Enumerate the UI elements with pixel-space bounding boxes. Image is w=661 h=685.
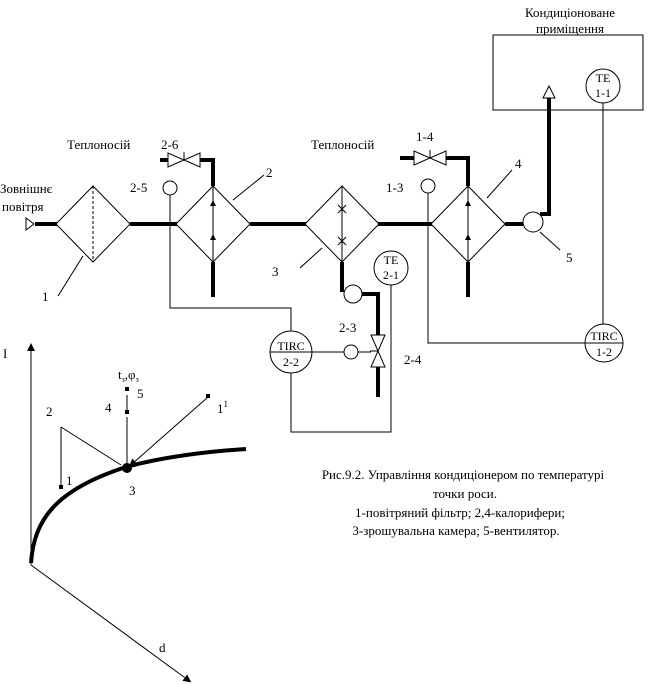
svg-text:TIRC: TIRC: [590, 329, 617, 343]
point-1-label: 1: [66, 473, 73, 488]
heater-2: [175, 185, 251, 263]
fan-number: 5: [566, 250, 573, 265]
spray-chamber-number: 3: [272, 264, 279, 279]
svg-text:2-1: 2-1: [383, 268, 399, 282]
pump-2-3-label: 2-3: [339, 320, 356, 335]
valve-2-6-label: 2-6: [161, 137, 179, 152]
figure-caption: Рис.9.2. Управління кондиціонером по тем…: [322, 467, 605, 538]
air-filter: [55, 185, 131, 263]
valve-2-4-label: 2-4: [404, 352, 422, 367]
sensor-1-3[interactable]: [420, 178, 436, 194]
sensor-2-5[interactable]: [162, 180, 178, 196]
svg-text:2-2: 2-2: [283, 355, 299, 369]
heat-carrier-label-2: Теплоносій: [311, 137, 374, 152]
valve-1-4[interactable]: [413, 150, 447, 166]
point-2-label: 2: [46, 404, 53, 419]
point-5-label: 5: [137, 386, 144, 401]
heat-carrier-label-1: Теплоносій: [67, 137, 130, 152]
outside-air-line2: повітря: [2, 199, 44, 214]
svg-text:1-2: 1-2: [596, 345, 612, 359]
room-label-line1: Кондиціоноване: [525, 5, 615, 20]
valve-2-4[interactable]: [370, 334, 386, 368]
dew-point-label: tз,φз: [118, 367, 139, 384]
instrument-tirc-1-2[interactable]: TIRC 1-2: [584, 323, 624, 363]
heater-2-number: 2: [266, 165, 273, 180]
instrument-tirc-2-2[interactable]: TIRC 2-2: [269, 330, 313, 374]
conditioned-room: Кондиціоноване приміщення: [492, 5, 644, 111]
saturation-curve: [29, 447, 247, 564]
svg-text:TIRC: TIRC: [277, 339, 304, 353]
caption-line2: точки роси.: [433, 486, 497, 501]
fan: [522, 211, 544, 233]
point-1-1-label: 11: [217, 399, 228, 416]
sensor-1-3-label: 1-3: [386, 180, 403, 195]
valve-2-6[interactable]: [167, 152, 201, 168]
supply-arrow-icon: [542, 84, 556, 99]
signal-lines: [169, 103, 604, 433]
point-4-label: 4: [105, 400, 112, 415]
axis-d-label: d: [159, 640, 166, 655]
axis-i-label: I: [3, 346, 7, 361]
valve-1-4-label: 1-4: [416, 129, 434, 144]
room-label-line2: приміщення: [536, 21, 604, 36]
caption-line3: 1-повітряний фільтр; 2,4-калорифери;: [355, 505, 565, 520]
svg-text:1-1: 1-1: [595, 86, 611, 100]
inlet-arrow-icon: [25, 217, 35, 231]
heater-4: [430, 185, 506, 263]
filter-number: 1: [42, 289, 49, 304]
instrument-te-2-1[interactable]: TE 2-1: [373, 250, 409, 286]
id-chart: I d 2 1 4 5 3 11 tз,φз: [3, 343, 247, 683]
air-duct: [35, 98, 551, 226]
svg-text:TE: TE: [384, 253, 399, 267]
heater-4-number: 4: [515, 156, 522, 171]
spray-chamber: [304, 185, 380, 263]
instrument-te-1-1[interactable]: TE 1-1: [585, 68, 621, 104]
caption-line4: 3-зрошувальна камера; 5-вентилятор.: [352, 523, 559, 538]
outside-air-line1: Зовнішнє: [0, 181, 53, 196]
svg-text:TE: TE: [596, 71, 611, 85]
pump-2-3[interactable]: [343, 284, 363, 304]
sensor-2-5-label: 2-5: [130, 180, 147, 195]
point-3-label: 3: [129, 483, 136, 498]
caption-line1: Рис.9.2. Управління кондиціонером по тем…: [322, 467, 605, 482]
